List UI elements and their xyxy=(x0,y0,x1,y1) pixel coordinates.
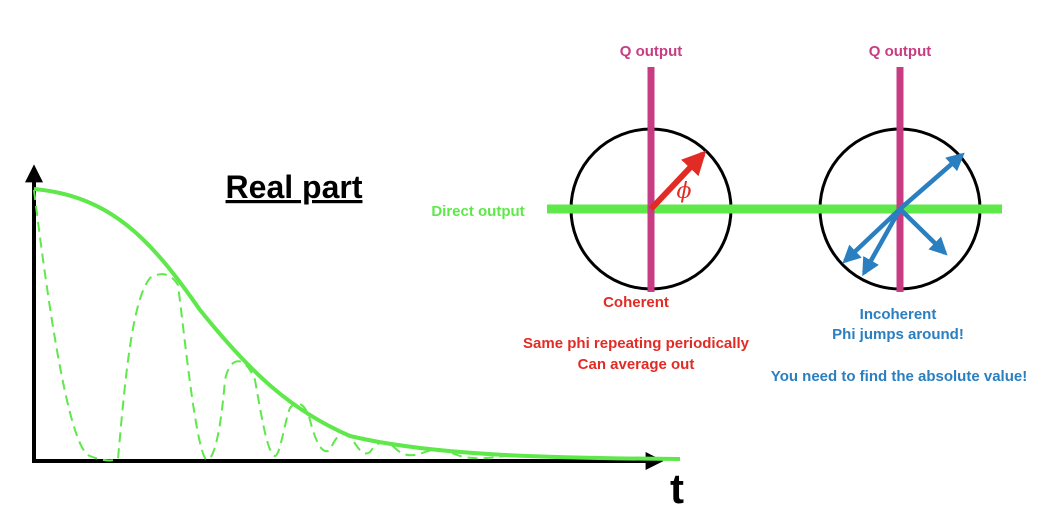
phasor-diagram: ϕ Direct output Q output Q output Cohere… xyxy=(431,43,1027,385)
incoherent-phasor-arrow-3 xyxy=(842,207,902,264)
decay-envelope-curve xyxy=(33,187,681,461)
plot-title: Real part xyxy=(226,169,363,205)
incoherent-label-line2: Phi jumps around! xyxy=(832,326,964,343)
coherent-label: Coherent xyxy=(603,294,669,311)
coherent-phasor-arrow xyxy=(648,150,707,212)
t-axis-label: t xyxy=(670,465,684,510)
phi-symbol: ϕ xyxy=(677,179,692,204)
coherent-note-line1: Same phi repeating periodically xyxy=(523,335,750,352)
incoherent-note: You need to find the absolute value! xyxy=(771,368,1027,385)
incoherent-phasor-arrow-2 xyxy=(898,207,948,256)
incoherent-phasor-arrow-4 xyxy=(862,207,902,277)
coherent-note-line2: Can average out xyxy=(578,356,695,373)
q-output-label-right: Q output xyxy=(869,43,931,60)
decay-plot: Real part t xyxy=(25,164,684,510)
incoherent-phasor-arrow-1 xyxy=(898,152,965,211)
q-output-label-left: Q output xyxy=(620,43,682,60)
direct-output-label: Direct output xyxy=(431,203,524,220)
decaying-oscillation-dashed xyxy=(33,189,506,462)
incoherent-label-line1: Incoherent xyxy=(860,306,937,323)
